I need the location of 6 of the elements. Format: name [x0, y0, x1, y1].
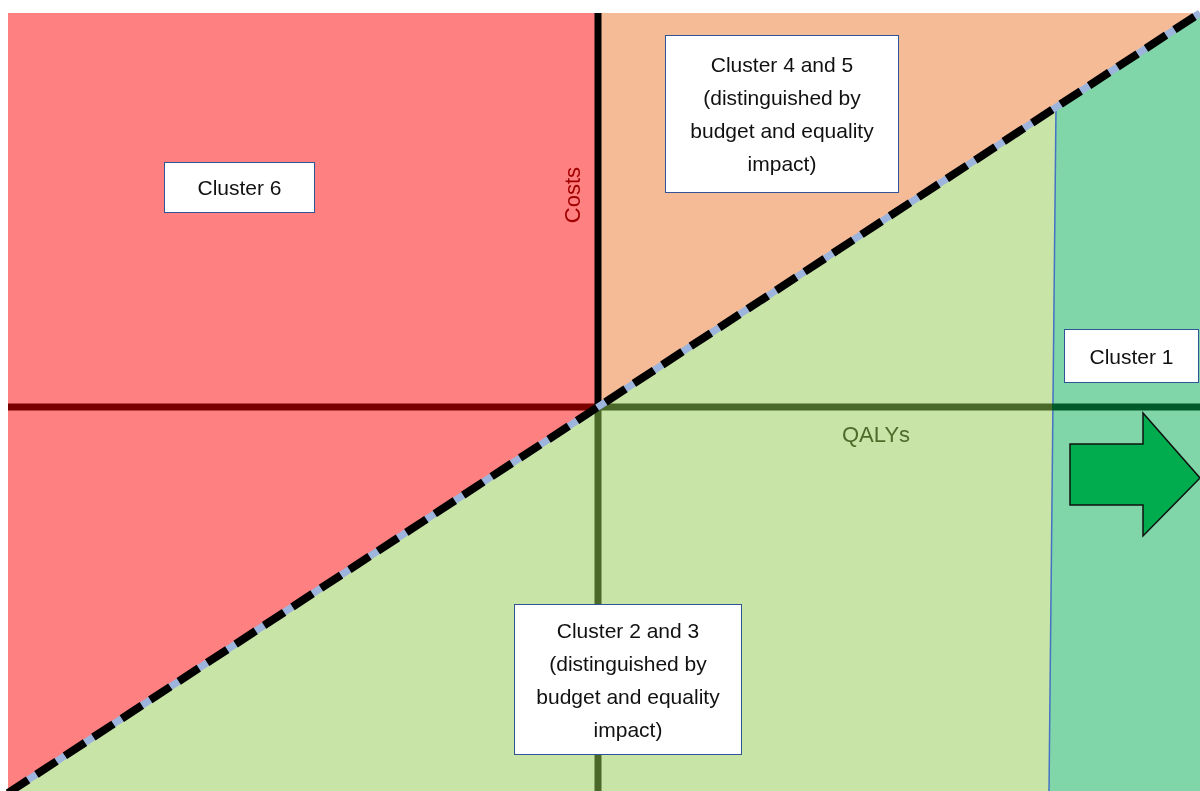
axis-label: Costs [560, 166, 587, 224]
cluster-label-box: Cluster 1 [1064, 329, 1199, 383]
cluster-label-box: Cluster 2 and 3 (distinguished by budget and equality impact) [514, 604, 742, 755]
cluster-label-box: Cluster 6 [164, 162, 315, 213]
cluster-label-box: Cluster 4 and 5 (distinguished by budget and equality impact) [665, 35, 899, 193]
axis-label: QALYs [842, 422, 911, 448]
